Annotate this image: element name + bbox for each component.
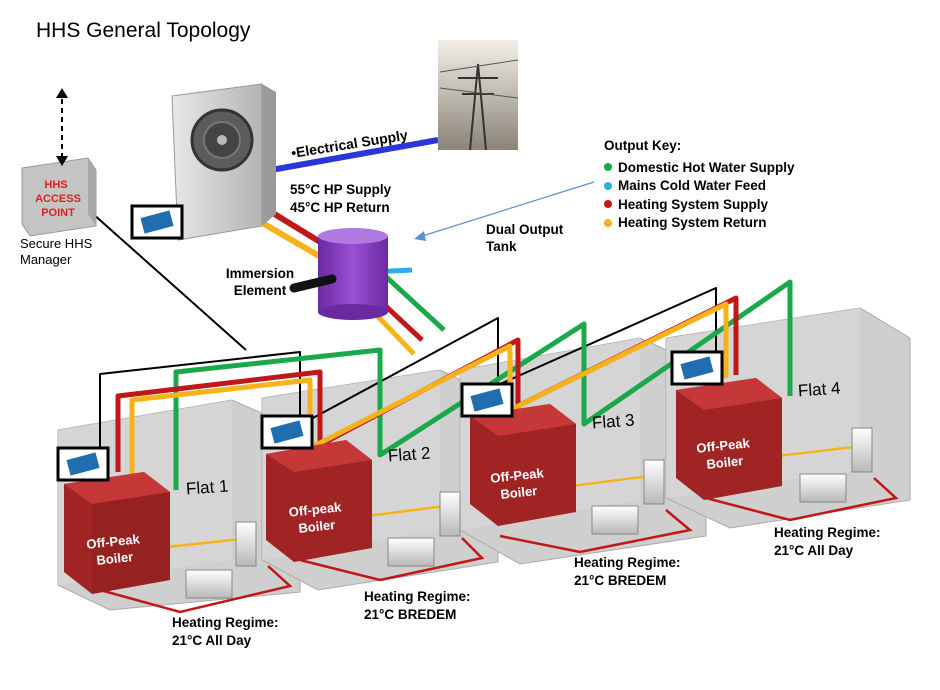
controller-device-heat-pump — [130, 204, 184, 240]
secure-manager-label: Secure HHS Manager — [20, 236, 93, 268]
access-point-line-3: POINT — [41, 207, 75, 219]
output-key-legend: Output Key: Domestic Hot Water Supply Ma… — [604, 138, 795, 232]
controller-device-flat-1 — [56, 446, 110, 482]
dual-output-tank — [318, 228, 388, 320]
hp-return-label: 45°C HP Return — [290, 200, 390, 215]
flat-3-label: Flat 3 — [591, 410, 636, 433]
heating-regime-flat-4: Heating Regime: 21°C All Day — [774, 524, 881, 560]
blue-dot-icon — [604, 181, 612, 190]
dual-output-tank-label: Dual Output Tank — [486, 222, 564, 254]
heating-regime-flat-3: Heating Regime: 21°C BREDEM — [574, 554, 681, 590]
key-item-heating-supply: Heating System Supply — [604, 195, 795, 214]
regime-title: Heating Regime: — [172, 615, 279, 630]
green-dot-icon — [604, 163, 612, 172]
access-point-box — [21, 157, 97, 237]
heat-pump-unit — [171, 83, 276, 241]
page-title: HHS General Topology — [36, 19, 251, 42]
key-item-label: Heating System Supply — [618, 196, 769, 212]
boiler-flat-2 — [266, 440, 372, 562]
heating-regime-flat-1: Heating Regime: 21°C All Day — [172, 614, 279, 650]
arrow-down-icon — [56, 156, 68, 166]
flat-4-label: Flat 4 — [797, 378, 842, 401]
key-item-heating-return: Heating System Return — [604, 214, 795, 233]
key-item-hot-water: Domestic Hot Water Supply — [604, 158, 795, 177]
access-point-line-1: HHS — [44, 179, 67, 191]
hp-supply-label: 55°C HP Supply — [290, 182, 392, 197]
controller-device-flat-3 — [460, 382, 514, 418]
regime-value: 21°C All Day — [774, 543, 854, 559]
key-item-label: Mains Cold Water Feed — [618, 178, 767, 194]
immersion-element-label: Immersion Element — [225, 266, 295, 298]
key-item-label: Domestic Hot Water Supply — [618, 159, 795, 175]
flat-1-label: Flat 1 — [185, 476, 230, 499]
boiler-flat-1 — [64, 472, 170, 594]
boiler-flat-3 — [470, 404, 576, 526]
regime-title: Heating Regime: — [774, 525, 881, 540]
red-dot-icon — [604, 200, 612, 209]
heating-regime-flat-2: Heating Regime: 21°C BREDEM — [364, 588, 471, 624]
key-item-cold-water: Mains Cold Water Feed — [604, 177, 795, 196]
radiators — [185, 427, 873, 599]
power-pylon-image — [438, 40, 519, 151]
key-item-label: Heating System Return — [618, 215, 767, 231]
output-key-title: Output Key: — [604, 138, 682, 153]
access-point-line-2: ACCESS — [35, 193, 81, 205]
key-pointer-arrowhead — [414, 231, 426, 241]
regime-value: 21°C BREDEM — [574, 573, 667, 589]
yellow-dot-icon — [604, 218, 612, 227]
regime-title: Heating Regime: — [364, 589, 471, 604]
immersion-element — [289, 274, 337, 293]
regime-title: Heating Regime: — [574, 555, 681, 570]
controller-device-flat-2 — [260, 414, 314, 450]
regime-value: 21°C All Day — [172, 633, 252, 649]
key-pointer-line — [415, 181, 595, 239]
regime-value: 21°C BREDEM — [364, 607, 457, 623]
controller-device-flat-4 — [670, 350, 724, 386]
flat-2-label: Flat 2 — [387, 443, 432, 466]
boiler-flat-4 — [676, 378, 782, 500]
arrow-up-icon — [56, 88, 68, 98]
